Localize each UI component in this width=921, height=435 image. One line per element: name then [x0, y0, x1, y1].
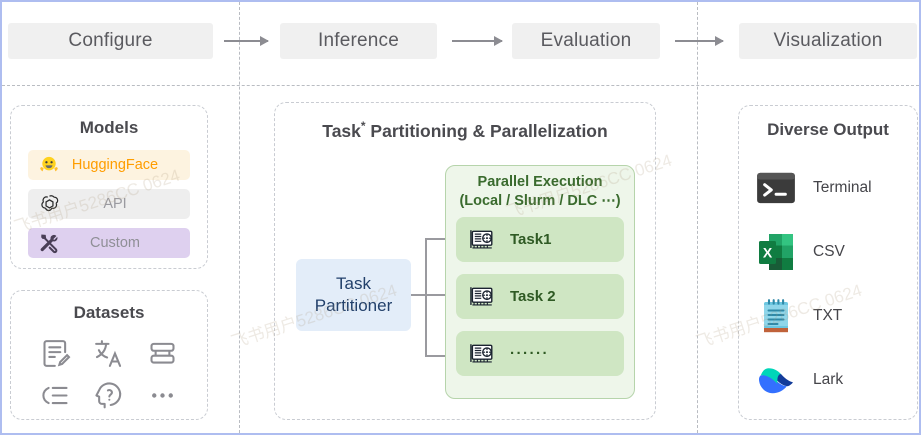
task-label-2: Task 2 — [510, 288, 556, 305]
datasets-card-title: Datasets — [73, 303, 145, 322]
task-partitioner-line1: Task — [336, 274, 371, 294]
terminal-icon — [739, 171, 813, 205]
output-row-terminal[interactable]: Terminal — [739, 160, 917, 216]
output-label-csv: CSV — [813, 243, 845, 260]
parallel-execution-title-line1: Parallel Execution — [477, 174, 603, 190]
gpu-card-icon — [468, 228, 496, 252]
pipeline-stage-label: Evaluation — [540, 30, 632, 51]
pipeline-stage-label: Visualization — [773, 30, 883, 51]
gpu-card-icon — [468, 285, 496, 309]
excel-icon: X — [739, 233, 813, 271]
center-panel-title-rest: Partitioning & Parallelization — [365, 120, 608, 141]
model-row-huggingface[interactable]: HuggingFace — [28, 150, 190, 180]
datasets-icon-grid — [29, 335, 189, 419]
model-row-custom[interactable]: Custom — [28, 228, 190, 258]
task-label-1: Task1 — [510, 231, 552, 248]
pipeline-stage-label: Configure — [68, 30, 153, 51]
books-stack-icon[interactable] — [146, 337, 179, 375]
document-edit-icon[interactable] — [39, 337, 72, 375]
diverse-output-title: Diverse Output — [767, 120, 889, 139]
connector-trunk — [425, 238, 427, 356]
datasets-card: Datasets — [10, 290, 208, 420]
parallel-execution-box: Parallel Execution (Local / Slurm / DLC … — [445, 165, 635, 399]
lark-icon — [739, 363, 813, 397]
center-panel-title-main: Task — [322, 120, 361, 141]
models-card: Models HuggingFace — [10, 105, 208, 269]
task-partitioner-line2: Partitioner — [314, 296, 393, 315]
output-label-lark: Lark — [813, 371, 844, 388]
task-label-3: ······ — [510, 345, 549, 362]
output-label-terminal: Terminal — [813, 179, 872, 196]
task-row-3[interactable]: ······ — [456, 331, 624, 376]
center-panel-title-superscript: * — [360, 119, 366, 133]
huggingface-icon — [32, 152, 66, 178]
horizontal-divider — [2, 85, 919, 86]
task-row-1[interactable]: Task1 — [456, 217, 624, 262]
parallel-execution-title-line2: (Local / Slurm / DLC ⋯) — [459, 193, 621, 210]
model-row-api[interactable]: API — [28, 189, 190, 219]
diverse-output-card: Diverse Output Terminal — [738, 105, 918, 420]
arrow-right-icon-1 — [224, 36, 269, 46]
model-label-huggingface: HuggingFace — [71, 157, 159, 173]
output-row-txt[interactable]: TXT — [739, 288, 917, 344]
arrow-right-icon-3 — [675, 36, 724, 46]
output-label-txt: TXT — [813, 307, 843, 324]
task-row-2[interactable]: Task 2 — [456, 274, 624, 319]
model-label-custom: Custom — [90, 235, 140, 251]
connector-branch-1 — [425, 238, 451, 240]
pipeline-stage-label: Inference — [317, 30, 400, 51]
indent-list-icon[interactable] — [39, 379, 72, 417]
arrow-right-icon-2 — [452, 36, 503, 46]
output-row-lark[interactable]: Lark — [739, 352, 917, 408]
ellipsis-icon[interactable] — [146, 379, 179, 417]
center-panel-title: Task* Partitioning & Parallelization — [275, 119, 655, 142]
head-question-icon[interactable] — [92, 379, 125, 417]
tools-icon — [32, 230, 66, 256]
connector-branch-3 — [425, 355, 451, 357]
svg-text:X: X — [763, 245, 773, 261]
notepad-icon — [739, 297, 813, 335]
parallel-execution-title: Parallel Execution (Local / Slurm / DLC … — [446, 166, 634, 211]
translate-icon[interactable] — [92, 337, 125, 375]
connector-branch-2 — [425, 294, 451, 296]
openai-icon — [32, 191, 66, 217]
vertical-divider-left — [239, 2, 240, 433]
pipeline-stage-visualization[interactable]: Visualization — [739, 23, 917, 59]
output-row-csv[interactable]: X CSV — [739, 224, 917, 280]
models-card-title: Models — [79, 118, 139, 137]
task-partitioner-box[interactable]: Task Partitioner — [296, 259, 411, 331]
vertical-divider-right — [697, 2, 698, 433]
pipeline-stage-evaluation[interactable]: Evaluation — [512, 23, 660, 59]
pipeline-stage-inference[interactable]: Inference — [280, 23, 437, 59]
gpu-card-icon — [468, 342, 496, 366]
pipeline-stage-configure[interactable]: Configure — [8, 23, 213, 59]
model-label-api: API — [103, 196, 127, 212]
